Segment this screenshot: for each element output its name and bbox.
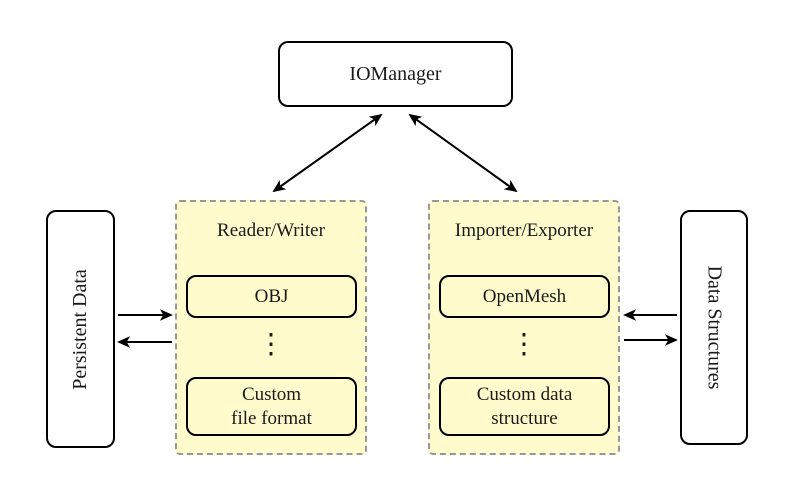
reader-writer-title: Reader/Writer bbox=[217, 220, 325, 241]
custom-file-format-line2: file format bbox=[231, 407, 312, 429]
openmesh-box: OpenMesh bbox=[439, 275, 610, 318]
custom-file-format-line1: Custom bbox=[241, 383, 302, 405]
openmesh-label: OpenMesh bbox=[482, 285, 567, 307]
iomanager-label: IOManager bbox=[349, 62, 442, 85]
vdots-right: ⋮ bbox=[510, 327, 538, 360]
obj-box: OBJ bbox=[186, 275, 357, 318]
custom-data-structure-line1: Custom data bbox=[476, 383, 573, 405]
arrow-iomanager-readerwriter bbox=[272, 113, 383, 193]
importer-exporter-title: Importer/Exporter bbox=[454, 220, 594, 241]
importer-exporter-group: Importer/Exporter OpenMesh ⋮ Custom data… bbox=[428, 200, 620, 455]
arrow-iomanager-importerexporter bbox=[408, 113, 518, 193]
custom-data-structure-box: Custom data structure bbox=[439, 377, 610, 436]
obj-label: OBJ bbox=[254, 285, 289, 307]
data-structures-box: Data Structures bbox=[680, 210, 748, 445]
vdots-left: ⋮ bbox=[257, 327, 285, 360]
iomanager-box: IOManager bbox=[278, 41, 513, 107]
custom-data-structure-line2: structure bbox=[491, 407, 558, 429]
custom-file-format-box: Custom file format bbox=[186, 377, 357, 436]
reader-writer-group: Reader/Writer OBJ ⋮ Custom file format bbox=[175, 200, 367, 455]
data-structures-label: Data Structures bbox=[703, 265, 726, 390]
persistent-data-box: Persistent Data bbox=[46, 210, 115, 448]
persistent-data-label: Persistent Data bbox=[69, 268, 91, 390]
